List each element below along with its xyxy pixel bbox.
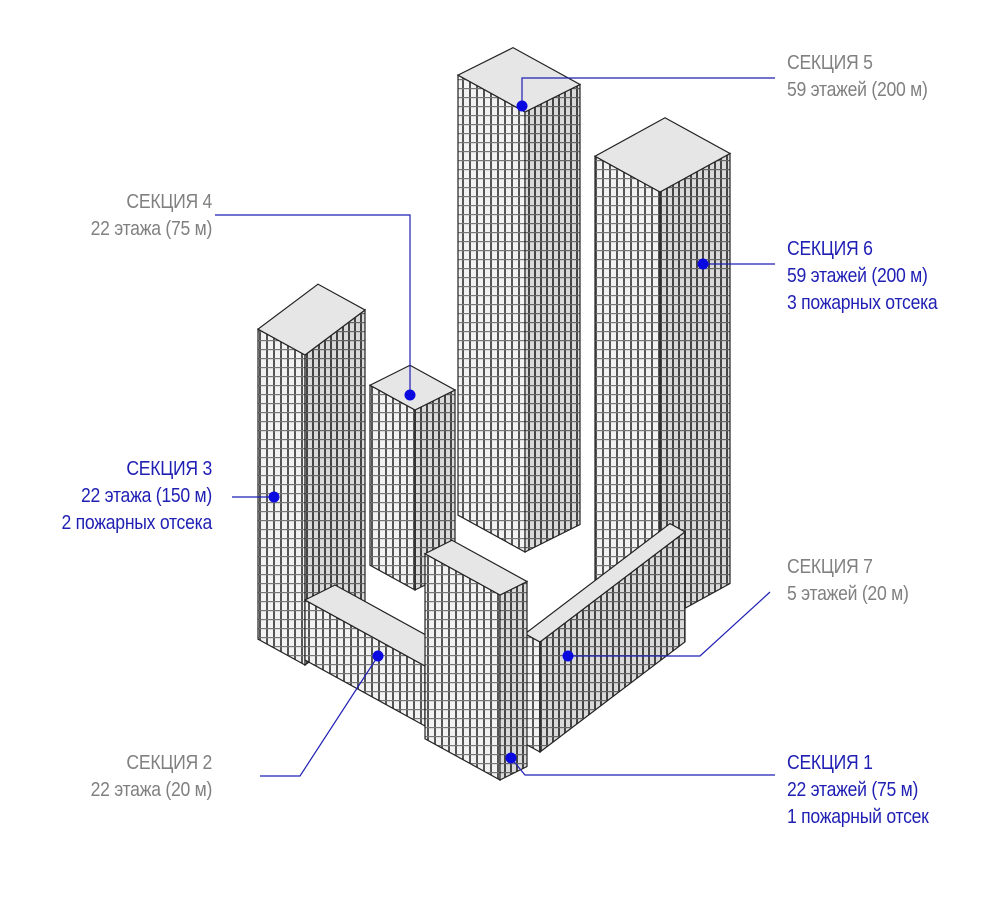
roof (456, 46, 582, 113)
label-section-5: СЕКЦИЯ 5 59 этажей (200 м) (787, 50, 928, 104)
section-floors: 59 этажей (200 м) (787, 79, 928, 101)
section-title: СЕКЦИЯ 2 (126, 752, 212, 774)
label-section-7: СЕКЦИЯ 7 5 этажей (20 м) (787, 554, 909, 608)
marker-dot-s3 (268, 491, 280, 503)
label-section-3: СЕКЦИЯ 3 22 этажа (150 м) 2 пожарных отс… (61, 456, 213, 537)
section-fire-compartments: 2 пожарных отсека (61, 512, 213, 534)
section-title: СЕКЦИЯ 6 (787, 238, 873, 260)
label-section-2: СЕКЦИЯ 2 22 этажа (20 м) (90, 750, 213, 804)
marker-dot-s5 (516, 100, 528, 112)
section-title: СЕКЦИЯ 4 (126, 191, 212, 213)
roof (423, 539, 529, 596)
building-section-4 (368, 364, 457, 592)
section-fire-compartments: 3 пожарных отсека (787, 292, 938, 314)
building-section-1 (423, 539, 529, 782)
leader-line-s5 (521, 77, 775, 106)
marker-dot-s2 (372, 650, 384, 662)
section-fire-compartments: 1 пожарный отсек (787, 806, 929, 828)
roof (256, 283, 367, 356)
label-section-6: СЕКЦИЯ 6 59 этажей (200 м) 3 пожарных от… (787, 236, 938, 317)
section-floors: 22 этажа (20 м) (90, 779, 213, 801)
section-floors: 22 этажа (150 м) (80, 485, 212, 507)
marker-dot-s7 (562, 650, 574, 662)
building-section-5 (456, 46, 582, 554)
section-title: СЕКЦИЯ 7 (787, 556, 873, 578)
label-section-1: СЕКЦИЯ 1 22 этажей (75 м) 1 пожарный отс… (787, 750, 929, 831)
section-floors: 22 этажей (75 м) (787, 779, 919, 801)
building-section-3 (256, 283, 367, 667)
roof (593, 117, 732, 193)
section-floors: 59 этажей (200 м) (787, 265, 928, 287)
left-facade (369, 384, 416, 592)
section-title: СЕКЦИЯ 3 (126, 458, 212, 480)
leader-line-s2 (260, 655, 379, 777)
building-section-7 (523, 522, 687, 754)
marker-dot-s4 (404, 389, 416, 401)
leader-line-s1 (510, 757, 775, 776)
section-title: СЕКЦИЯ 1 (787, 752, 873, 774)
building-section-6 (593, 117, 732, 624)
left-facade (457, 74, 526, 554)
marker-dot-s6 (697, 258, 709, 270)
right-facade (524, 83, 581, 553)
marker-dot-s1 (505, 752, 517, 764)
leader-line-s7 (568, 591, 771, 657)
section-floors: 5 этажей (20 м) (787, 583, 909, 605)
leader-line-s4 (215, 214, 411, 395)
section-title: СЕКЦИЯ 5 (787, 52, 873, 74)
right-facade (499, 580, 528, 781)
roof (523, 522, 687, 643)
label-section-4: СЕКЦИЯ 4 22 этажа (75 м) (90, 189, 213, 243)
section-floors: 22 этажа (75 м) (90, 218, 213, 240)
